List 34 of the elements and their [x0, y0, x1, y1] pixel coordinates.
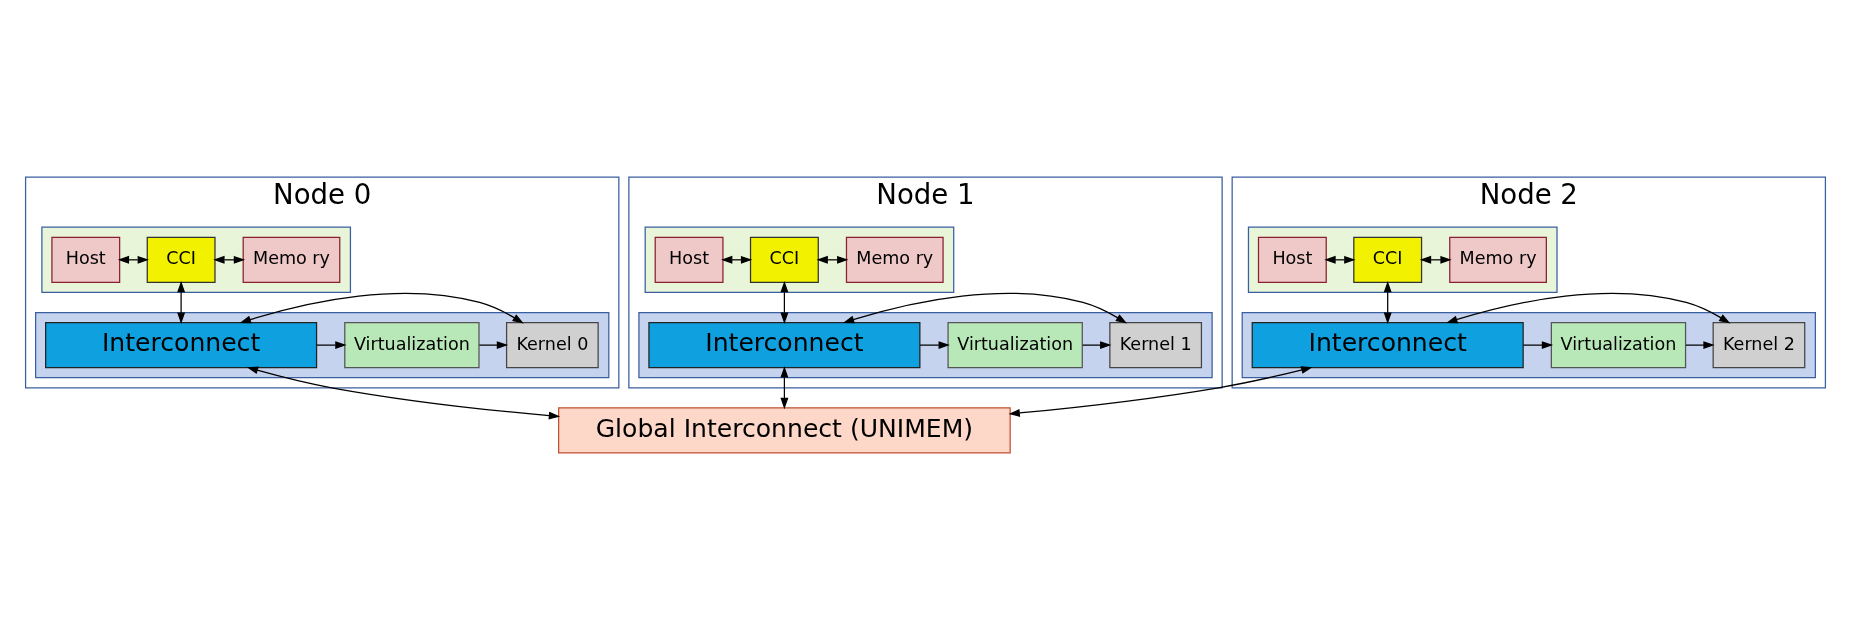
node-box: CCI [749, 236, 819, 283]
node-box: Kernel 2 [1712, 321, 1806, 368]
node-box: Global Interconnect (UNIMEM) [558, 406, 1011, 454]
node-box: Interconnect [1251, 321, 1524, 368]
arrow [239, 292, 524, 324]
node-box: Memo ry [242, 236, 341, 283]
node-box: Interconnect [45, 321, 318, 368]
node-box: Memo ry [845, 236, 944, 283]
node-box: Virtualization [1550, 321, 1687, 368]
arrow [246, 365, 561, 419]
arrow [478, 340, 509, 349]
arrow [177, 280, 186, 324]
arrow [1685, 340, 1715, 349]
node-box: Host [51, 236, 121, 283]
node-box: Host [654, 236, 724, 283]
node-box: Virtualization [344, 321, 480, 368]
node-box: CCI [146, 236, 216, 283]
arrow [1383, 280, 1392, 324]
arrow [780, 365, 789, 409]
arrow [1522, 340, 1554, 349]
arrow [1082, 340, 1112, 349]
arrow [780, 280, 789, 324]
node-box: Kernel 0 [505, 321, 599, 368]
node-box: Host [1257, 236, 1327, 283]
node-box: CCI [1353, 236, 1423, 283]
arrow [1008, 365, 1313, 417]
node-box: Virtualization [947, 321, 1083, 368]
node-box: Interconnect [648, 321, 921, 368]
arrow [316, 340, 347, 349]
arrow [919, 340, 950, 349]
arrow [1446, 292, 1731, 324]
node-box: Memo ry [1449, 236, 1547, 283]
arrow [842, 292, 1128, 324]
node-box: Kernel 1 [1109, 321, 1203, 368]
